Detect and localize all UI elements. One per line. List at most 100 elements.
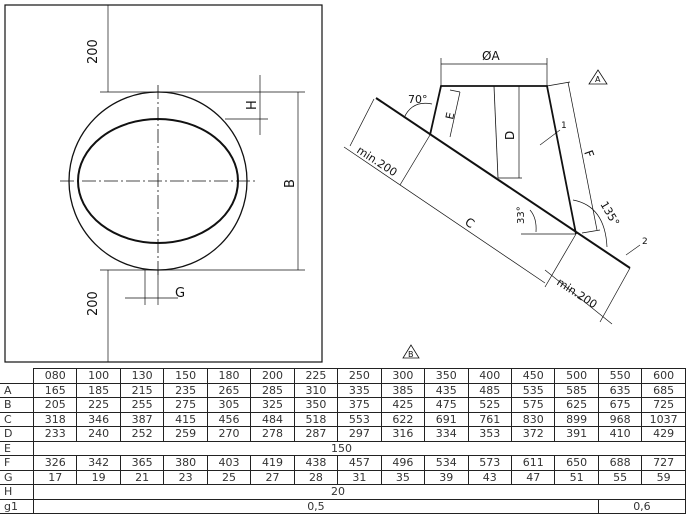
technical-drawing: 200 200 H B G ØA A 70° E D F 1 2 — [4, 4, 648, 363]
dim-200-top: 200 — [86, 39, 101, 64]
table-cell: 275 — [163, 397, 208, 413]
table-cell: 233 — [32, 426, 78, 442]
table-cell: 830 — [510, 411, 556, 427]
row-label: A — [0, 382, 34, 398]
table-cell: 625 — [554, 397, 599, 413]
table-cell: 761 — [467, 411, 512, 427]
table-corner — [0, 368, 34, 384]
table-cell: 585 — [554, 382, 599, 398]
table-cell: 310 — [293, 382, 339, 398]
table-cell: 410 — [597, 426, 643, 442]
table-cell: 185 — [76, 382, 121, 398]
row-label: H — [0, 484, 34, 500]
plan-view — [4, 4, 323, 363]
table-cell: 27 — [250, 469, 295, 485]
marker-b: B — [408, 350, 414, 359]
table-cell: 265 — [206, 382, 252, 398]
dim-a: ØA — [482, 49, 500, 63]
header-cell: 350 — [424, 368, 469, 384]
dim-h: H — [245, 100, 260, 110]
table-cell: 727 — [641, 455, 686, 471]
dim-f: F — [581, 148, 597, 159]
row-label: B — [0, 397, 34, 413]
table-cell: 484 — [250, 411, 295, 427]
angle-70: 70° — [408, 93, 428, 106]
table-cell: 28 — [293, 469, 339, 485]
table-cell: 622 — [380, 411, 426, 427]
table-cell: 59 — [641, 469, 686, 485]
table-cell: 650 — [554, 455, 599, 471]
table-cell: 39 — [424, 469, 469, 485]
table-cell: 425 — [380, 397, 426, 413]
table-cell: 21 — [119, 469, 165, 485]
table-cell: 305 — [206, 397, 252, 413]
table-cell: 240 — [76, 426, 121, 442]
header-cell: 150 — [163, 368, 208, 384]
table-cell: 573 — [467, 455, 512, 471]
row-label: g1 — [0, 498, 34, 514]
table-cell: 353 — [467, 426, 512, 442]
table-cell-span: 0,6 — [597, 498, 686, 514]
table-cell: 19 — [76, 469, 121, 485]
table-cell: 675 — [597, 397, 643, 413]
table-cell: 287 — [293, 426, 339, 442]
table-cell: 457 — [337, 455, 382, 471]
table-cell: 255 — [119, 397, 165, 413]
table-cell: 47 — [510, 469, 556, 485]
table-cell: 387 — [119, 411, 165, 427]
dim-b: B — [283, 179, 298, 188]
table-cell: 968 — [597, 411, 643, 427]
table-cell: 51 — [554, 469, 599, 485]
table-cell: 475 — [424, 397, 469, 413]
table-cell: 342 — [76, 455, 121, 471]
dim-200-bottom: 200 — [86, 291, 101, 316]
table-cell: 403 — [206, 455, 252, 471]
table-cell: 725 — [641, 397, 686, 413]
table-cell: 350 — [293, 397, 339, 413]
table-cell: 165 — [32, 382, 78, 398]
table-cell: 215 — [119, 382, 165, 398]
min-200-right: min.200 — [554, 276, 599, 312]
table-cell: 685 — [641, 382, 686, 398]
table-cell: 688 — [597, 455, 643, 471]
dim-d: D — [503, 131, 517, 140]
table-cell: 611 — [510, 455, 556, 471]
table-cell: 335 — [337, 382, 382, 398]
table-cell-span: 0,5 — [33, 498, 599, 514]
table-cell-span: 150 — [33, 440, 686, 456]
table-cell-span: 20 — [33, 484, 686, 500]
table-cell: 496 — [380, 455, 426, 471]
table-cell: 899 — [554, 411, 599, 427]
section-view — [343, 58, 641, 359]
header-cell: 250 — [337, 368, 382, 384]
row-label: C — [0, 411, 34, 427]
table-cell: 575 — [510, 397, 556, 413]
row-label: G — [0, 469, 34, 485]
dim-e: E — [443, 111, 457, 121]
table-cell: 372 — [510, 426, 556, 442]
table-cell: 235 — [163, 382, 208, 398]
table-cell: 456 — [206, 411, 252, 427]
angle-135: 135° — [597, 199, 622, 228]
table-cell: 485 — [467, 382, 512, 398]
table-cell: 419 — [250, 455, 295, 471]
header-cell: 500 — [554, 368, 599, 384]
table-cell: 429 — [641, 426, 686, 442]
table-cell: 23 — [163, 469, 208, 485]
table-cell: 17 — [32, 469, 78, 485]
callout-1: 1 — [561, 121, 567, 131]
table-cell: 380 — [163, 455, 208, 471]
table-cell: 325 — [250, 397, 295, 413]
table-cell: 534 — [424, 455, 469, 471]
row-label: D — [0, 426, 34, 442]
header-cell: 180 — [206, 368, 252, 384]
